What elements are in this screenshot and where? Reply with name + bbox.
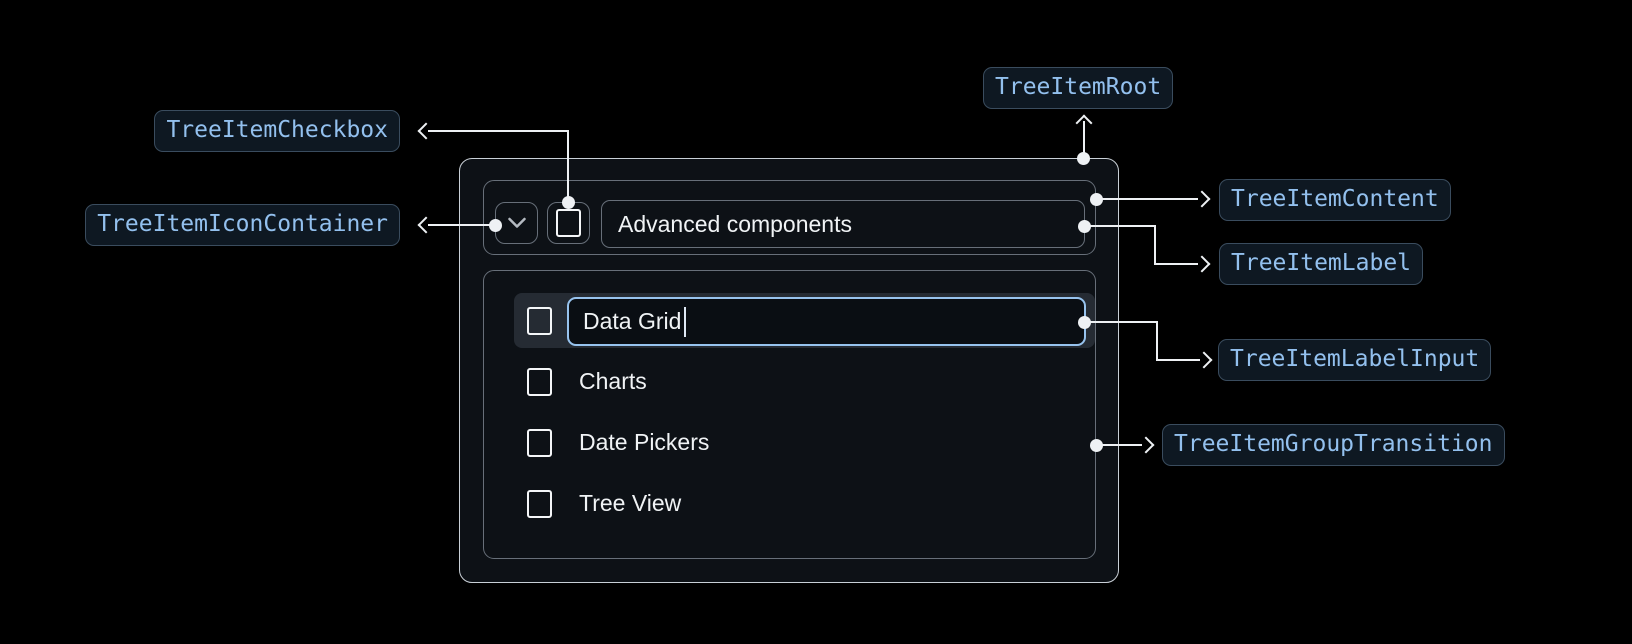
annotation-tree-item-group-transition: TreeItemGroupTransition (1162, 424, 1505, 466)
annotation-tree-item-root: TreeItemRoot (983, 67, 1174, 109)
connector-icon-container-line (428, 224, 496, 226)
annotation-tree-item-icon-container: TreeItemIconContainer (85, 204, 400, 246)
text-caret (684, 306, 687, 337)
connector-checkbox-arrowhead (417, 122, 435, 140)
connector-label-line-h1 (1084, 225, 1156, 227)
tree-row-tree-view[interactable]: Tree View (514, 476, 1095, 531)
connector-root-dot (1077, 152, 1090, 165)
connector-label-arrowhead (1193, 255, 1211, 273)
connector-label-input-line-h1 (1084, 321, 1158, 323)
tree-item-label-input[interactable]: Data Grid (567, 297, 1086, 346)
tree-row-label: Charts (579, 368, 647, 394)
connector-content-dot (1090, 193, 1103, 206)
annotation-tree-item-checkbox: TreeItemCheckbox (154, 110, 400, 152)
tree-row-charts[interactable]: Charts (514, 354, 1095, 409)
connector-group-transition-line (1096, 444, 1142, 446)
connector-label-input-line-h2 (1156, 359, 1200, 361)
connector-label-dot (1078, 220, 1091, 233)
checkbox-unchecked-icon[interactable] (527, 367, 552, 396)
checkbox-unchecked-icon[interactable] (527, 489, 552, 518)
tree-item-group-transition (483, 270, 1096, 559)
connector-group-transition-dot (1090, 439, 1103, 452)
chevron-down-icon (507, 217, 527, 229)
tree-row-label: Date Pickers (579, 429, 710, 455)
connector-label-line-v (1154, 225, 1156, 265)
tree-item-content[interactable] (483, 180, 1096, 255)
connector-label-line-h2 (1154, 263, 1198, 265)
annotation-tree-item-label-input: TreeItemLabelInput (1218, 339, 1492, 381)
connector-checkbox-line-h (428, 130, 569, 132)
connector-checkbox-line-v (567, 130, 569, 203)
connector-content-line (1096, 198, 1198, 200)
tree-item-label-text: Advanced components (618, 210, 852, 237)
connector-content-arrowhead (1193, 190, 1211, 208)
tree-row-label: Tree View (579, 490, 682, 516)
checkbox-unchecked-icon[interactable] (527, 428, 552, 457)
connector-icon-container-arrowhead (417, 216, 435, 234)
connector-group-transition-arrowhead (1137, 436, 1155, 454)
checkbox-unchecked-icon[interactable] (527, 306, 552, 335)
connector-checkbox-dot (562, 196, 575, 209)
connector-label-input-dot (1078, 316, 1091, 329)
annotation-tree-item-label: TreeItemLabel (1219, 243, 1424, 285)
tree-item-root (459, 158, 1119, 583)
connector-icon-container-dot (489, 219, 502, 232)
checkbox-unchecked-icon (556, 209, 581, 237)
label-input-value: Data Grid (583, 308, 682, 334)
connector-label-input-arrowhead (1195, 351, 1213, 369)
tree-item-label[interactable]: Advanced components (601, 200, 1085, 248)
annotation-tree-item-content: TreeItemContent (1219, 179, 1451, 221)
connector-root-line (1083, 121, 1085, 159)
connector-root-arrowhead (1075, 114, 1093, 132)
tree-row-date-pickers[interactable]: Date Pickers (514, 415, 1095, 470)
connector-label-input-line-v (1156, 321, 1158, 361)
